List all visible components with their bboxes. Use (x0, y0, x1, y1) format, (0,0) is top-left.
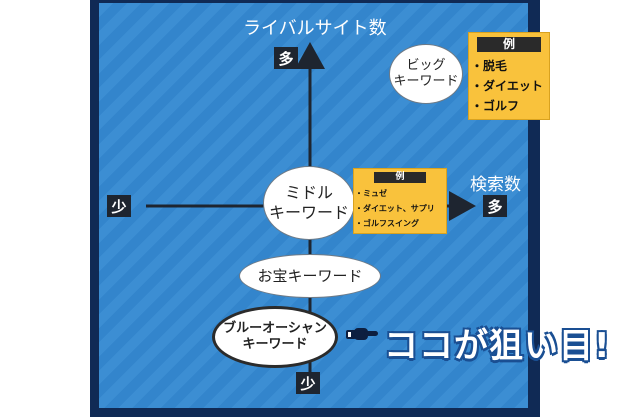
middle-example-item: ダイエット、サプリ (355, 201, 446, 216)
big-example-note: 例 脱毛 ダイエット ゴルフ (468, 32, 550, 120)
middle-example-item: ゴルフスイング (355, 216, 446, 231)
pointing-hand-icon (346, 328, 378, 340)
middle-example-item: ミュゼ (355, 186, 446, 201)
middle-keyword-oval: ミドルキーワード (263, 166, 355, 240)
y-axis-title: ライバルサイト数 (243, 18, 387, 39)
big-example-item: 脱毛 (471, 56, 549, 76)
big-keyword-oval: ビッグキーワード (389, 44, 463, 104)
middle-example-header: 例 (374, 172, 426, 183)
y-high-badge: 多 (274, 47, 298, 69)
callout-text: ココが狙い目! (384, 326, 611, 366)
middle-example-note: 例 ミュゼ ダイエット、サプリ ゴルフスイング (353, 168, 447, 234)
treasure-keyword-oval: お宝キーワード (239, 254, 381, 298)
big-example-item: ゴルフ (471, 96, 549, 116)
blue-ocean-keyword-oval: ブルーオーシャンキーワード (212, 306, 338, 368)
x-high-badge: 多 (483, 195, 507, 217)
big-example-header: 例 (477, 37, 541, 52)
x-axis-title: 検索数 (470, 175, 521, 195)
big-example-item: ダイエット (471, 76, 549, 96)
x-low-badge: 少 (107, 195, 131, 217)
y-low-badge: 少 (296, 372, 320, 394)
